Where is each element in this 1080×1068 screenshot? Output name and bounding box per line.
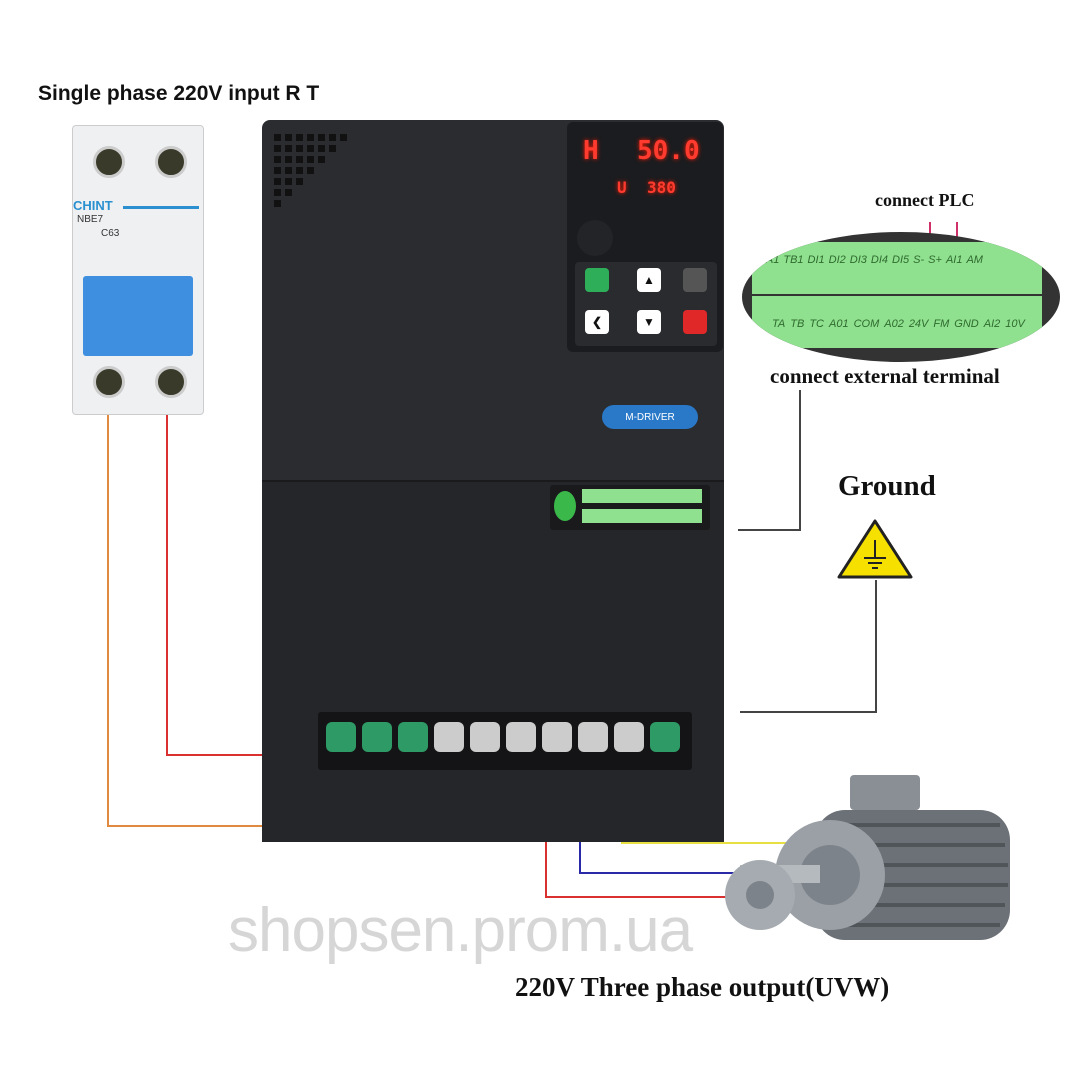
terminal-label: A02 xyxy=(884,318,904,330)
terminal-label: S- xyxy=(913,254,925,266)
terminal-v xyxy=(578,722,608,752)
terminal-closeup: TA1 TB1 DI1 DI2 DI3 DI4 DI5 S- S+ AI1 AM… xyxy=(742,232,1060,362)
leader-ground xyxy=(740,580,877,713)
terminal-u xyxy=(542,722,572,752)
terminal-t xyxy=(398,722,428,752)
motor-icon xyxy=(725,775,1010,940)
terminal-label: A01 xyxy=(828,318,849,330)
breaker-rating: C63 xyxy=(101,228,120,239)
left-button[interactable]: ❮ xyxy=(585,310,609,334)
run-button[interactable] xyxy=(585,268,609,292)
vent-icon xyxy=(274,134,347,207)
display-mode-1: H xyxy=(583,136,599,166)
display-value-1: 50.0 xyxy=(637,136,700,166)
terminal-label: 10V xyxy=(1005,318,1025,330)
external-terminal-label: connect external terminal xyxy=(770,364,1000,388)
terminal-label: AI2 xyxy=(983,318,1001,330)
power-terminal-strip xyxy=(318,712,692,770)
control-terminal-block xyxy=(550,485,710,530)
terminal-label: S+ xyxy=(928,254,942,266)
terminal-label: TB xyxy=(790,318,805,330)
terminal-closeup-svg xyxy=(752,242,1042,348)
terminal-label: DI5 xyxy=(892,254,910,266)
leader-terminal xyxy=(738,390,801,531)
inverter-body: H 50.0 U 380 ▲ ❮ ▼ M-DRIVER xyxy=(262,120,724,842)
terminal-label: AI1 xyxy=(945,254,963,266)
terminal-label: TB1 xyxy=(783,254,804,266)
terminal-w xyxy=(614,722,644,752)
watermark: shopsen.prom.ua xyxy=(228,896,693,965)
stop-button[interactable] xyxy=(683,310,707,334)
terminal-label: 24V xyxy=(908,318,929,330)
terminal-label: DI2 xyxy=(828,254,846,266)
down-button[interactable]: ▼ xyxy=(637,310,661,334)
up-button[interactable]: ▲ xyxy=(637,268,661,292)
ground-warning-icon xyxy=(837,519,913,579)
terminal-label: DI1 xyxy=(807,254,825,266)
menu-button[interactable] xyxy=(683,268,707,292)
terminal-ground xyxy=(650,722,680,752)
terminal-label: GND xyxy=(954,318,979,330)
circuit-breaker: CHINT NBE7 C63 xyxy=(72,125,204,415)
display-mode-2: U xyxy=(617,178,627,197)
control-panel: H 50.0 U 380 ▲ ❮ ▼ xyxy=(567,122,723,352)
breaker-brand: CHINT xyxy=(73,198,113,213)
terminal-label: AM xyxy=(966,254,983,266)
terminal-label: COM xyxy=(853,318,880,330)
display-value-2: 380 xyxy=(647,178,676,197)
input-label: Single phase 220V input R T xyxy=(38,82,320,105)
terminal xyxy=(470,722,500,752)
brand-logo: M-DRIVER xyxy=(602,405,698,429)
terminal-r xyxy=(326,722,356,752)
ground-label: Ground xyxy=(838,470,936,502)
output-label: 220V Three phase output(UVW) xyxy=(515,972,890,1002)
terminal-s xyxy=(362,722,392,752)
terminal-label: DI4 xyxy=(870,254,889,266)
terminal xyxy=(434,722,464,752)
plc-label: connect PLC xyxy=(875,190,975,210)
lower-cover xyxy=(262,480,724,842)
knob[interactable] xyxy=(577,220,613,256)
terminal-label: TA1 xyxy=(760,254,780,266)
terminal-label: TA xyxy=(772,318,786,330)
breaker-model: NBE7 xyxy=(77,214,104,225)
terminal xyxy=(506,722,536,752)
terminal-label: DI3 xyxy=(849,254,867,266)
terminal-label: FM xyxy=(933,318,950,330)
wire-u xyxy=(545,833,735,898)
breaker-switch[interactable] xyxy=(83,276,193,356)
terminal-label: TC xyxy=(809,318,824,330)
